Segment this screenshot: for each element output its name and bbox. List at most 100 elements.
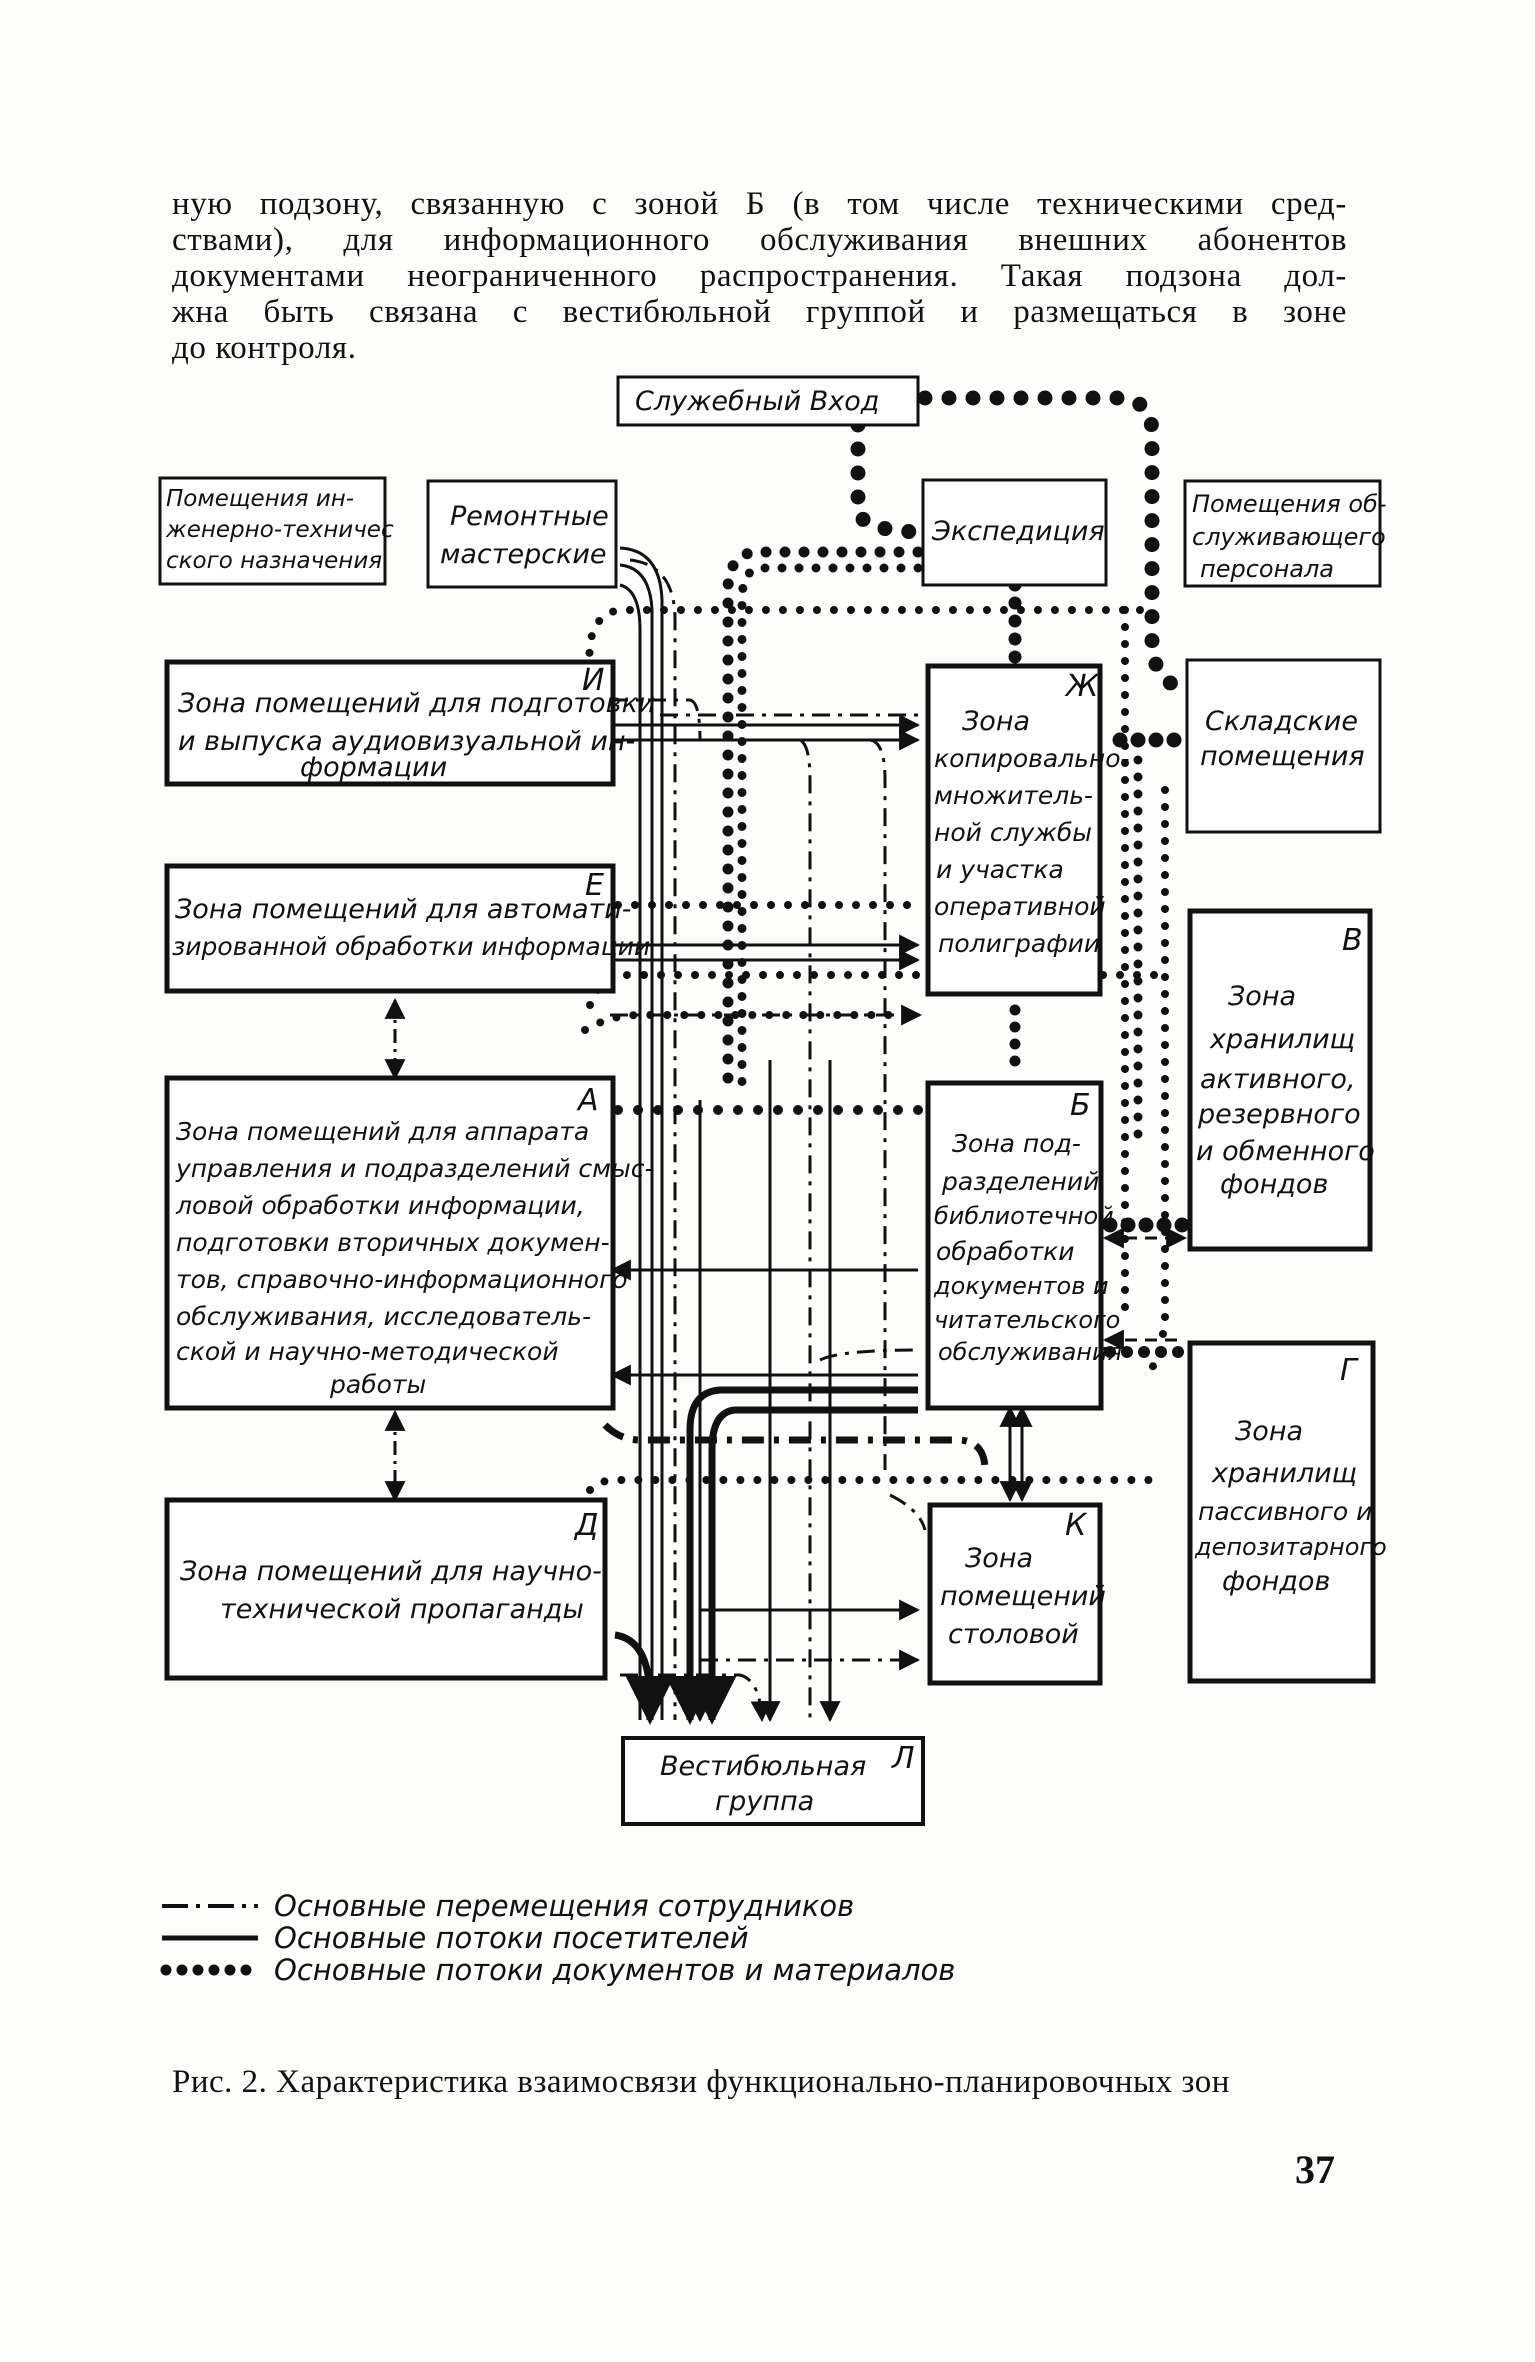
zone-b-label: читательского [934,1306,1120,1334]
zone-k-letter: К [1065,1508,1088,1543]
intro-paragraph: ную подзону, связанную с зоной Б (в том … [172,186,1347,366]
staff-flow-i-e [610,698,702,741]
zone-v-label: хранилищ [1209,1024,1355,1055]
zone-v-label: фондов [1220,1169,1328,1200]
repair-workshops-label: мастерские [440,539,607,570]
zone-l-label: Вестибюльная [660,1751,866,1782]
intro-line: ную подзону, связанную с зоной Б (в том … [172,186,1347,222]
zone-a-label: работы [329,1370,426,1399]
zone-zh-label: множитель- [934,781,1093,810]
zone-g-label: депозитарного [1194,1533,1387,1561]
zone-d-letter: Д [573,1508,598,1543]
service-entrance-label: Служебный Вход [635,386,879,417]
zone-zh-label: Зона [962,706,1030,737]
main-visitor-flow-d-l [614,1631,675,1725]
visitor-flow-repair-2 [619,563,654,1720]
zone-k-label: Зона [965,1543,1033,1574]
zone-i-letter: И [582,663,604,698]
legend-label: Основные перемещения сотрудников [274,1889,855,1923]
expedition-label: Экспедиция [931,516,1105,547]
zone-g-label: хранилищ [1211,1458,1357,1489]
staff-flow-repair-down [629,558,677,1720]
box-zone-i: И Зона помещений для подготовки и выпуск… [164,659,655,787]
zone-e-letter: Е [585,868,604,903]
doc-flow-entrance-expedition [850,417,926,540]
doc-flow-top-horizontal [585,606,1149,674]
staff-flow-e-vertical [799,738,812,1720]
zone-d-label: Зона помещений для научно- [180,1556,602,1587]
box-zone-k: К Зона помещений столовой [927,1502,1106,1686]
visitor-flow-repair-3 [619,583,642,1720]
legend-item-documents: Основные потоки документов и материалов [160,1954,1060,1986]
zone-zh-label: полиграфии [938,929,1100,958]
staff-rooms-label: персонала [1200,555,1334,583]
box-repair-workshops: Ремонтные мастерские [426,479,618,589]
box-service-entrance: Служебный Вход [616,375,920,427]
repair-workshops-label: Ремонтные [450,501,609,532]
zone-g-letter: Г [1340,1353,1359,1388]
zone-zh-label: ной службы [934,818,1092,847]
zone-v-letter: В [1342,923,1363,958]
zone-e-label: зированной обработки информации [172,932,650,961]
zone-k-label: столовой [948,1619,1079,1650]
dash-dot-line-sample [162,1904,258,1908]
visitor-flow-repair-1 [619,546,664,1720]
dotted-line-sample [160,1964,260,1976]
zone-zh-label: копировально- [934,744,1130,773]
warehouse-label: Складские [1205,706,1358,737]
intro-line: ствами), для информационного обслуживани… [172,222,1347,258]
box-zone-b: Б Зона под- разделений библиотечной обра… [925,1080,1122,1411]
zone-l-letter: Л [891,1741,915,1776]
engineering-rooms-label: ского назначения [166,548,382,574]
staff-rooms-label: служивающего [1192,523,1386,551]
zone-v-label: и обменного [1196,1136,1375,1167]
intro-line: документами неограниченного распростране… [172,258,1347,294]
box-expedition: Экспедиция [921,478,1108,587]
zone-a-label: управления и подразделений смыс- [175,1154,654,1183]
engineering-rooms-label: Помещения ин- [166,486,354,512]
zone-l-label: группа [715,1786,814,1817]
legend-item-staff: Основные перемещения сотрудников [160,1890,1060,1922]
zone-b-label: обслуживания [938,1338,1122,1366]
zone-v-label: активного, [1200,1064,1356,1095]
box-warehouse: Складские помещения [1185,658,1382,834]
zone-b-letter: Б [1070,1088,1091,1123]
box-engineering-rooms: Помещения ин- женерно-техничес ского наз… [158,476,394,586]
zone-a-label: подготовки вторичных докумен- [176,1228,610,1257]
zone-a-label: ловой обработки информации, [175,1191,585,1220]
zone-b-label: обработки [936,1237,1075,1266]
zone-d-label: технической пропаганды [220,1594,584,1625]
box-staff-rooms: Помещения об- служивающего персонала [1183,479,1386,588]
zone-a-label: обслуживания, исследователь- [176,1302,591,1331]
box-zone-g: Г Зона хранилищ пассивного и депозитарно… [1187,1340,1387,1684]
doc-flow-expedition-left [722,546,924,1096]
zone-a-letter: А [576,1083,599,1118]
main-visitor-flow-b-l [665,1386,918,1725]
box-zone-zh: Ж Зона копировально- множитель- ной служ… [925,663,1130,997]
zone-b-label: документов и [933,1272,1109,1300]
zone-e-label: Зона помещений для автомати- [175,894,632,925]
doc-flow-above-a-2 [581,1011,924,1034]
zone-v-label: Зона [1228,981,1296,1012]
staff-flows [610,558,927,1723]
warehouse-label: помещения [1200,741,1365,772]
box-zone-v: В Зона хранилищ активного, резервного и … [1187,908,1375,1252]
page-number: 37 [1295,2147,1335,2192]
doc-flow-entrance-right [917,390,1193,698]
box-zone-d: Д Зона помещений для научно- технической… [164,1497,608,1681]
box-zone-a: А Зона помещений для аппарата управления… [164,1075,654,1411]
main-visitor-flow-b-l-2 [687,1406,918,1725]
zone-g-label: фондов [1222,1566,1330,1597]
zone-i-label: Зона помещений для подготовки [178,688,655,719]
zone-zh-label: оперативной [934,892,1106,921]
legend-label: Основные потоки посетителей [274,1921,749,1955]
staff-flow-e-right [830,738,887,1470]
staff-flow-a-k [819,1348,919,1362]
staff-rooms-label: Помещения об- [1192,490,1386,518]
zone-a-label: Зона помещений для аппарата [176,1117,589,1146]
legend-label: Основные потоки документов и материалов [274,1953,956,1987]
zone-i-label: и выпуска аудиовизуальной ин- [178,726,635,757]
intro-line: до контроля. [172,330,357,366]
doc-flow-above-d [586,1476,1164,1494]
